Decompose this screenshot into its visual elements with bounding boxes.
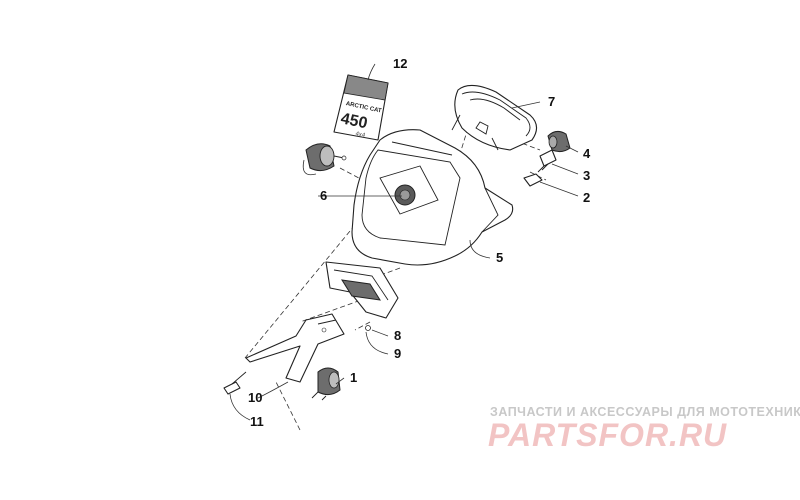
nut-part — [523, 173, 543, 187]
callout-2: 2 — [583, 190, 590, 205]
decal-sub-text: 4x4 — [355, 131, 366, 139]
callout-4: 4 — [583, 146, 591, 161]
callout-10: 10 — [248, 390, 262, 405]
callout-5: 5 — [496, 250, 503, 265]
instrument-cluster-part — [451, 84, 538, 151]
callout-labels: 12 7 4 3 2 5 6 8 9 1 10 11 — [248, 56, 591, 429]
decal-part: ARCTIC CAT 450 4x4 — [333, 74, 389, 141]
watermark-logo: PARTSFOR.RU — [488, 417, 727, 453]
rivet-part — [223, 371, 247, 395]
decal-model-text: 450 — [339, 110, 369, 132]
callout-6: 6 — [320, 188, 327, 203]
ignition-key-part — [547, 130, 571, 153]
watermark-logo-text: PARTSFOR.RU — [488, 417, 727, 453]
switch-part — [311, 367, 341, 401]
leader-lines — [229, 63, 579, 421]
key-switch-part — [537, 149, 557, 173]
callout-1: 1 — [350, 370, 357, 385]
mount-bracket-part — [325, 261, 399, 331]
watermark-tagline: ЗАПЧАСТИ И АКСЕССУАРЫ ДЛЯ МОТОТЕХНИКИ — [490, 405, 800, 419]
callout-12: 12 — [393, 56, 407, 71]
callout-3: 3 — [583, 168, 590, 183]
dash-housing-part — [351, 129, 514, 266]
callout-11: 11 — [250, 414, 264, 429]
callout-7: 7 — [548, 94, 555, 109]
lower-bracket-part — [245, 313, 345, 383]
callout-8: 8 — [394, 328, 401, 343]
callout-9: 9 — [394, 346, 401, 361]
gauge-switch-part — [305, 143, 347, 172]
